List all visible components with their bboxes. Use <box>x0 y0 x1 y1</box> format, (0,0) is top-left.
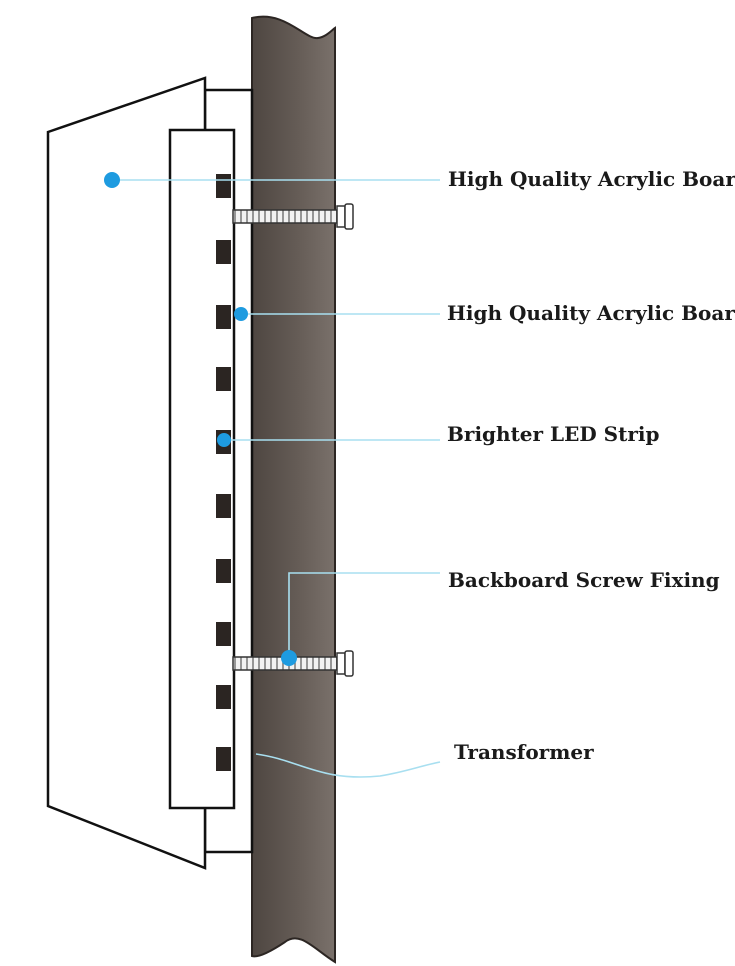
led-block <box>216 494 231 518</box>
leader-lines <box>112 179 441 778</box>
led-block <box>216 747 231 771</box>
callout-dot-3 <box>217 433 231 447</box>
top-screw <box>232 203 354 230</box>
led-block <box>216 622 231 646</box>
led-block <box>216 367 231 391</box>
label-acrylic-board-2: High Quality Acrylic Board <box>447 301 735 325</box>
led-strip <box>216 174 231 771</box>
led-block <box>216 685 231 709</box>
led-block <box>216 559 231 583</box>
label-acrylic-board-1: High Quality Acrylic Board <box>448 167 735 191</box>
label-led-strip: Brighter LED Strip <box>447 422 659 446</box>
acrylic-front-board <box>46 76 207 870</box>
label-screw-fixing: Backboard Screw Fixing <box>448 568 720 592</box>
led-block <box>216 240 231 264</box>
callout-dot-4 <box>281 650 297 666</box>
leader-line-5 <box>255 753 441 778</box>
callout-dot-1 <box>104 172 120 188</box>
label-transformer: Transformer <box>454 740 594 764</box>
led-block <box>216 305 231 329</box>
callout-dot-2 <box>234 307 248 321</box>
wall <box>251 15 336 964</box>
callout-dots <box>104 172 297 666</box>
leader-line-4 <box>288 572 440 657</box>
led-block <box>216 174 231 198</box>
